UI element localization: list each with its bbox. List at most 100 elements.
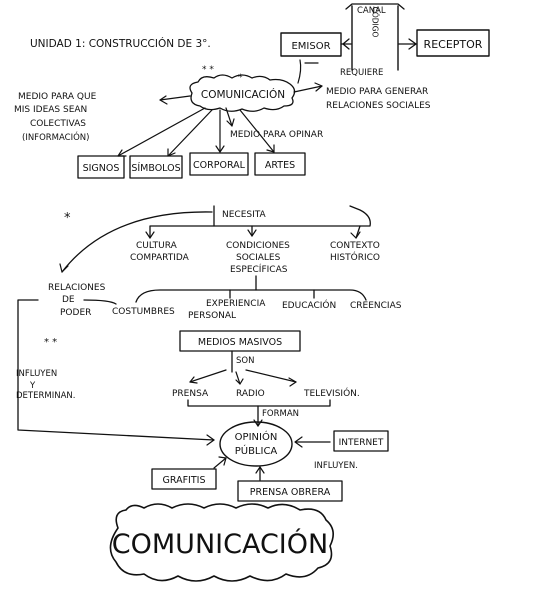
experiencia-label: EXPERIENCIA [206, 299, 266, 309]
comunicacion-star: * [238, 73, 243, 83]
arrow-to-radio [235, 371, 241, 385]
emisor-node: EMISOR [280, 32, 342, 57]
influyen-label: INFLUYEN. [314, 461, 358, 471]
receptor-node: RECEPTOR [416, 29, 490, 57]
contexto-line2: HISTÓRICO [330, 251, 380, 263]
requiere-link [297, 59, 302, 84]
prensa-obrera-box [237, 480, 343, 502]
medio-opinar-label: MEDIO PARA OPINAR [230, 130, 323, 140]
medio-ideas-line1: MEDIO PARA QUE [18, 92, 97, 102]
form-artes: ARTES [254, 152, 306, 176]
receptor-arrowhead [408, 38, 417, 50]
arrow-to-signos-head [117, 149, 127, 157]
arrow-to-radio-head [235, 378, 244, 385]
necesita-label: NECESITA [222, 210, 267, 220]
cultura-line1: CULTURA [136, 241, 178, 251]
medios-masivos-label: MEDIOS MASIVOS [198, 337, 282, 348]
receptor-label: RECEPTOR [424, 38, 483, 51]
creencias-label: CREENCIAS [350, 301, 402, 311]
arrow-to-medio-ideas [159, 95, 191, 101]
poder-line1: RELACIONES [48, 283, 106, 293]
arrow-to-artes [239, 109, 275, 153]
necesita-cultura: CULTURA COMPARTIDA [130, 241, 190, 263]
prensa-obrera-node: PRENSA OBRERA [237, 480, 343, 502]
prensa-obrera-link-head [255, 466, 265, 474]
arrow-to-medio-ideas-head [159, 95, 168, 105]
cultura-line2: COMPARTIDA [130, 253, 190, 263]
comunicacion-label: COMUNICACIÓN [201, 88, 285, 101]
form-signos: SIGNOS [77, 155, 125, 179]
contexto-line1: CONTEXTO [330, 241, 380, 251]
arrow-to-prensa-head [189, 376, 198, 384]
prensa-obrera-label: PRENSA OBRERA [250, 487, 331, 498]
medios-masivos-box [179, 330, 301, 352]
arrow-to-medio-opinar [225, 107, 233, 127]
internet-label: INTERNET [339, 438, 384, 448]
poder-line3: PODER [60, 308, 91, 318]
medio-relaciones-line2: RELACIONES SOCIALES [326, 101, 431, 111]
medios-masivos-node: MEDIOS MASIVOS [179, 330, 301, 352]
necesita-arrow-cultura [145, 231, 155, 239]
radio-label: RADIO [236, 389, 265, 399]
unit-title: UNIDAD 1: CONSTRUCCIÓN DE 3°. [30, 37, 211, 50]
necesita-contexto: CONTEXTO HISTÓRICO [330, 241, 380, 263]
arrow-to-signos [117, 107, 206, 157]
medio-relaciones-line1: MEDIO PARA GENERAR [326, 87, 428, 97]
emisor-arrowhead [342, 38, 350, 50]
opinion-line1: OPINIÓN [235, 430, 278, 443]
relaciones-poder: RELACIONES DE PODER [48, 283, 106, 318]
grafitis-node: GRAFITIS [151, 468, 217, 490]
grafitis-label: GRAFITIS [163, 475, 206, 486]
medio-ideas-line2: MIS IDEAS SEAN [14, 105, 87, 115]
form-artes-label: ARTES [265, 160, 295, 171]
form-corporal-label: CORPORAL [193, 160, 246, 171]
son-label: SON [236, 356, 254, 366]
medio-ideas-line3: COLECTIVAS [30, 119, 86, 129]
internet-box [333, 430, 389, 452]
medios-stars: * * [44, 337, 57, 348]
comunicacion-stars: * * [202, 65, 214, 75]
condiciones-line2: SOCIALES [236, 253, 281, 263]
comunicacion-cloud [189, 74, 296, 112]
form-artes-box [254, 152, 306, 176]
medio-ideas-line4: (INFORMACIÓN) [22, 131, 89, 143]
necesita-condiciones: CONDICIONES SOCIALES ESPECÍFICAS [226, 241, 290, 275]
medio-ideas-note: MEDIO PARA QUE MIS IDEAS SEAN COLECTIVAS… [14, 92, 97, 143]
necesita-branch [149, 205, 371, 239]
personal-label: PERSONAL [188, 311, 236, 321]
arrow-to-prensa [189, 369, 227, 383]
influyen-line3: DETERMINAN. [16, 391, 75, 401]
necesita-to-poder-curve [61, 211, 213, 273]
form-simbolos-box [129, 155, 183, 179]
arrow-to-corporal-head [215, 145, 225, 153]
big-comunicacion-cloud [109, 503, 334, 582]
medios-merge-bracket [187, 399, 331, 407]
condiciones-line3: ESPECÍFICAS [230, 263, 288, 275]
internet-node: INTERNET [333, 430, 389, 452]
opinion-publica-ellipse [219, 421, 293, 467]
requiere-label: REQUIERE [340, 68, 383, 78]
condiciones-branch [135, 289, 367, 303]
influyen-line2: Y [29, 381, 36, 391]
form-signos-box [77, 155, 125, 179]
canal-bracket [345, 3, 405, 10]
medio-relaciones-note: MEDIO PARA GENERAR RELACIONES SOCIALES [326, 87, 431, 111]
form-signos-label: SIGNOS [83, 163, 120, 174]
influyen-line1: INFLUYEN [16, 369, 57, 379]
necesita-arrow-contexto [350, 231, 361, 239]
big-comunicacion-label: COMUNICACIÓN [112, 528, 328, 560]
educacion-label: EDUCACIÓN [282, 299, 336, 311]
poder-to-opinion-line [17, 299, 215, 441]
necesita-star: * [64, 211, 71, 226]
costumbres-label: COSTUMBRES [112, 307, 175, 317]
forman-label: FORMAN [262, 409, 299, 419]
poder-to-opinion-head [206, 434, 215, 446]
arrow-to-medio-opinar-head [226, 118, 235, 127]
internet-link-head [294, 436, 303, 448]
form-simbolos: SÍMBOLOS [129, 155, 183, 179]
opinion-line2: PÚBLICA [235, 444, 278, 457]
codigo-label: CÓDIGO [371, 7, 380, 38]
influyen-determinan: INFLUYEN Y DETERMINAN. [16, 369, 75, 401]
